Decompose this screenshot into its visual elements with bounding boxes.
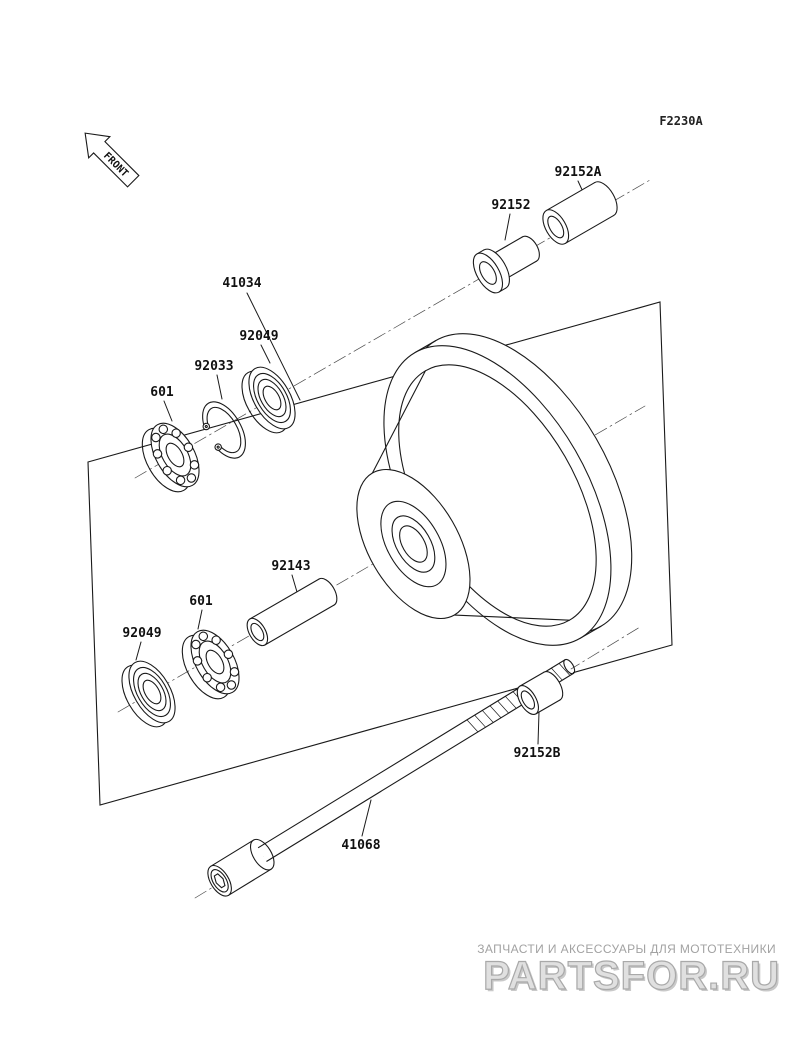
diagram-code: F2230A [659,114,703,128]
hex-socket [213,873,226,889]
front-arrow: FRONT [84,132,140,188]
collar-92152b-drawing [516,671,564,715]
part-label-92152: 92152 [491,198,531,213]
part-label-92152a: 92152A [554,165,602,180]
seal-92049-top-drawing [241,366,296,434]
part-label-601-bottom: 601 [189,594,213,609]
part-label-92049-bottom: 92049 [122,626,162,641]
part-label-92152b: 92152B [513,746,561,761]
circlip-drawing [202,401,246,459]
hub-drawing [356,333,633,646]
bearing-balls [151,424,200,486]
collar-92152-drawing [472,235,540,294]
part-label-92033: 92033 [194,359,234,374]
bearing-601-top-drawing [141,422,200,493]
seal-92049-bottom-drawing [121,660,176,728]
part-label-41034: 41034 [222,276,262,291]
watermark-logo: PARTSFOR.RU [482,953,780,998]
part-label-92143: 92143 [271,559,311,574]
collar-92152a-drawing [542,181,618,245]
bearing-601-bottom-drawing [181,629,240,700]
part-label-601-top: 601 [150,385,174,400]
part-label-41068: 41068 [341,838,381,853]
spacer-drawing [246,577,338,647]
leader-lines [135,180,585,837]
axle-drawing [207,658,576,897]
part-label-92049-top: 92049 [239,329,279,344]
bearing-balls [191,631,240,693]
watermark-tagline: ЗАПЧАСТИ И АКСЕССУАРЫ ДЛЯ МОТОТЕХНИКИ [477,942,776,956]
